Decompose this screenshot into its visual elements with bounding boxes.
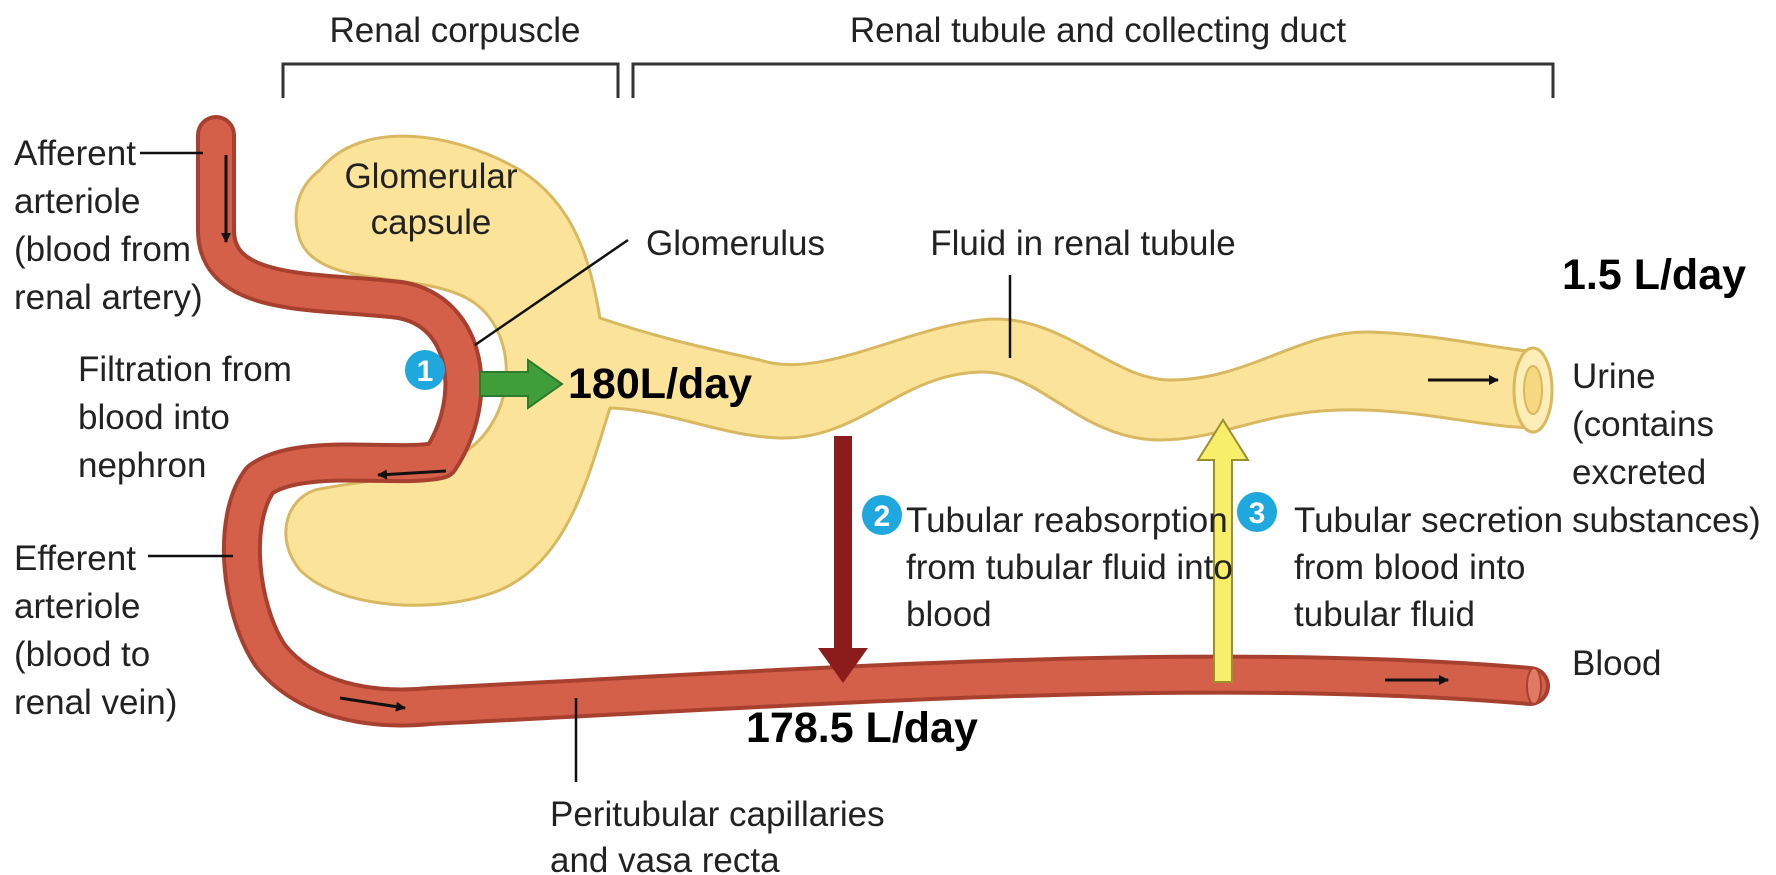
label-afferent-arteriole: Afferent arteriole (blood from renal art… xyxy=(14,134,203,317)
svg-text:renal artery): renal artery) xyxy=(14,278,203,317)
label-peritubular-capillaries: Peritubular capillaries and vasa recta xyxy=(550,795,885,875)
svg-text:Filtration from: Filtration from xyxy=(78,350,292,389)
svg-text:Peritubular capillaries: Peritubular capillaries xyxy=(550,795,885,834)
svg-text:arteriole: arteriole xyxy=(14,587,140,626)
reabsorption-arrow xyxy=(818,436,868,683)
bracket-renal-tubule xyxy=(633,64,1553,98)
label-urine: Urine (contains excreted substances) xyxy=(1572,357,1761,540)
svg-text:Urine: Urine xyxy=(1572,357,1656,396)
svg-text:excreted: excreted xyxy=(1572,453,1706,492)
svg-text:Glomerular: Glomerular xyxy=(344,157,517,196)
svg-text:Tubular reabsorption: Tubular reabsorption xyxy=(906,501,1228,540)
svg-text:substances): substances) xyxy=(1572,501,1761,540)
svg-text:from blood into: from blood into xyxy=(1294,548,1526,587)
svg-text:nephron: nephron xyxy=(78,446,206,485)
svg-text:renal vein): renal vein) xyxy=(14,683,177,722)
label-tubular-secretion: Tubular secretion from blood into tubula… xyxy=(1294,501,1563,634)
rate-urine: 1.5 L/day xyxy=(1562,251,1746,299)
svg-text:Efferent: Efferent xyxy=(14,539,136,578)
header-renal-tubule: Renal tubule and collecting duct xyxy=(850,11,1346,50)
bracket-renal-corpuscle xyxy=(283,64,618,98)
label-glomerulus: Glomerulus xyxy=(646,224,825,263)
label-blood: Blood xyxy=(1572,644,1662,683)
step-3-number: 3 xyxy=(1249,497,1266,530)
label-fluid-in-tubule: Fluid in renal tubule xyxy=(930,224,1235,263)
label-efferent-arteriole: Efferent arteriole (blood to renal vein) xyxy=(14,539,177,722)
svg-text:blood into: blood into xyxy=(78,398,230,437)
svg-text:arteriole: arteriole xyxy=(14,182,140,221)
svg-text:and vasa recta: and vasa recta xyxy=(550,841,780,875)
label-tubular-reabsorption: Tubular reabsorption from tubular fluid … xyxy=(906,501,1233,634)
blood-vessel-end xyxy=(1527,668,1541,704)
rate-filtration: 180L/day xyxy=(568,360,752,408)
svg-text:from tubular fluid into: from tubular fluid into xyxy=(906,548,1233,587)
step-2-number: 2 xyxy=(874,500,891,533)
svg-text:(contains: (contains xyxy=(1572,405,1714,444)
rate-reabsorption: 178.5 L/day xyxy=(746,704,978,752)
header-renal-corpuscle: Renal corpuscle xyxy=(330,11,581,50)
step-1-number: 1 xyxy=(417,355,434,388)
svg-text:blood: blood xyxy=(906,595,992,634)
tubule-lumen xyxy=(1524,366,1542,414)
svg-text:(blood from: (blood from xyxy=(14,230,191,269)
svg-text:(blood to: (blood to xyxy=(14,635,150,674)
svg-text:Tubular secretion: Tubular secretion xyxy=(1294,501,1563,540)
svg-text:Afferent: Afferent xyxy=(14,134,136,173)
svg-text:tubular fluid: tubular fluid xyxy=(1294,595,1475,634)
svg-text:capsule: capsule xyxy=(371,203,492,242)
